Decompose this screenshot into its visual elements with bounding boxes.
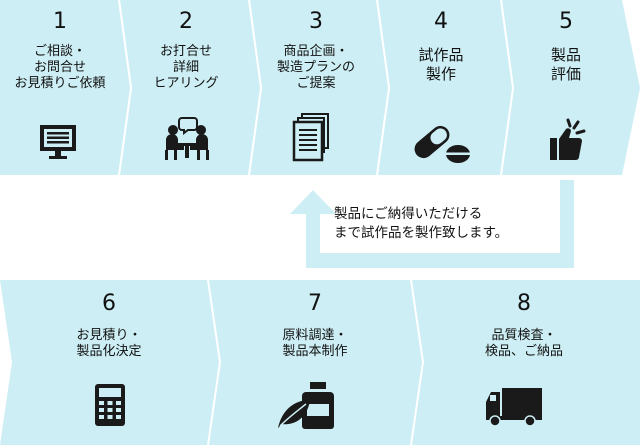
step-1-line-1: ご相談・ <box>33 44 86 59</box>
step-5-line-2: 評価 <box>550 65 581 83</box>
step-3-line-1: 商品企画・ <box>283 44 349 59</box>
step-8-line-2: 検品、ご納品 <box>484 344 563 359</box>
note-line-1: 製品にご納得いただける <box>334 206 483 222</box>
step-8-line-1: 品質検査・ <box>491 328 557 343</box>
step-4-line-1: 試作品 <box>418 46 464 64</box>
step-4-box <box>378 0 500 175</box>
step-6-line-2: 製品化決定 <box>76 344 142 359</box>
step-4-label: 4 試作品 製作 <box>384 10 498 84</box>
step-7-number: 7 <box>308 291 322 316</box>
step-2-line-2: 詳細 <box>172 60 199 75</box>
step-7-line-2: 製品本制作 <box>282 344 348 359</box>
step-7-label: 7 原料調達・ 製品本制作 <box>222 292 408 360</box>
step-7-box <box>209 280 410 445</box>
documents-icon <box>292 113 329 162</box>
step-5-number: 5 <box>559 9 573 34</box>
step-6-number: 6 <box>102 291 116 316</box>
step-4-line-2: 製作 <box>425 65 456 83</box>
step-1-label: 1 ご相談・ お問合せ お見積りご依頼 <box>4 10 116 92</box>
step-8-label: 8 品質検査・ 検品、ご納品 <box>424 292 624 360</box>
step-1-line-2: お問合せ <box>33 60 86 75</box>
step-2-line-3: ヒアリング <box>153 76 219 91</box>
step-3-box <box>250 0 376 175</box>
bottle-leaf-icon <box>278 382 334 429</box>
step-7-line-1: 原料調達・ <box>282 328 348 343</box>
step-2-label: 2 お打合せ 詳細 ヒアリング <box>130 10 242 92</box>
step-8-number: 8 <box>517 291 531 316</box>
step-8-box <box>412 280 640 445</box>
meeting-icon <box>165 117 209 160</box>
calculator-icon <box>95 384 125 426</box>
step-2-line-1: お打合せ <box>159 44 212 59</box>
thumbs-up-icon <box>550 118 586 160</box>
step-2-box <box>120 0 248 175</box>
step-5-label: 5 製品 評価 <box>508 10 624 84</box>
step-3-line-3: ご提案 <box>296 76 336 91</box>
truck-icon <box>486 388 542 427</box>
step-5-box <box>502 0 640 175</box>
step-6-label: 6 お見積り・ 製品化決定 <box>14 292 204 360</box>
step-1-line-3: お見積りご依頼 <box>14 76 106 91</box>
step-6-box <box>0 280 207 445</box>
note-line-2: まで試作品を製作致します。 <box>334 225 509 241</box>
step-2-number: 2 <box>179 9 193 34</box>
capsule-pill-icon <box>414 125 470 163</box>
step-6-line-1: お見積り・ <box>76 328 142 343</box>
monitor-icon <box>40 125 76 159</box>
step-1-number: 1 <box>53 9 67 34</box>
step-4-number: 4 <box>434 9 448 34</box>
note-text: 製品にご納得いただける まで試作品を製作致します。 <box>334 205 508 243</box>
step-3-line-2: 製造プランの <box>276 60 355 75</box>
step-5-line-1: 製品 <box>550 46 581 64</box>
step-3-label: 3 商品企画・ 製造プランの ご提案 <box>258 10 374 92</box>
return-arrow <box>290 180 574 268</box>
step-3-number: 3 <box>309 9 323 34</box>
